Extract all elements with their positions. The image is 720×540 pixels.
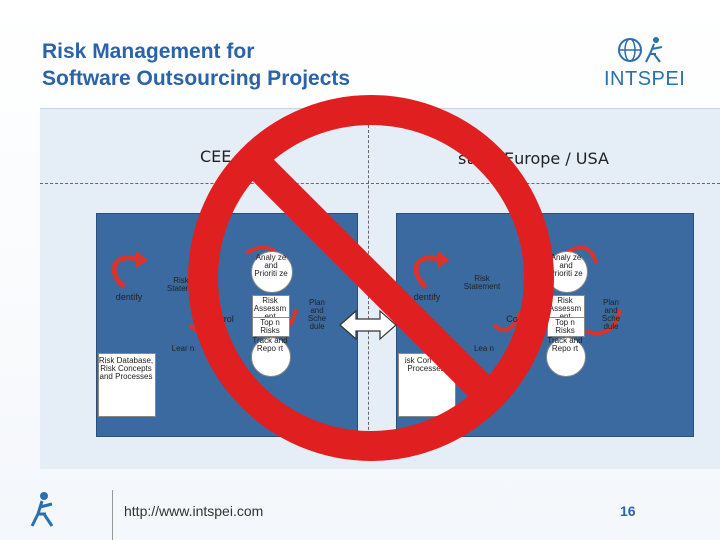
slide-title: Risk Management for Software Outsourcing…: [42, 38, 482, 92]
intspei-logo: INTSPEI: [596, 30, 692, 96]
right-learn: Lea n: [473, 344, 495, 353]
left-database: Risk Database, Risk Concepts and Process…: [98, 356, 154, 381]
footer-runner-icon: [30, 492, 54, 527]
right-control: Co: [506, 314, 518, 324]
center-double-arrow-icon: [339, 309, 397, 341]
horizontal-divider: [40, 183, 720, 184]
right-database: isk Con and Processes: [404, 356, 448, 373]
vertical-divider: [368, 125, 369, 455]
right-top-n: Top n Risks: [555, 318, 575, 335]
left-analyze-label: Analy ze and Prioriti ze: [254, 253, 288, 278]
title-line-1: Risk Management for: [42, 40, 255, 63]
left-identify: dentify: [115, 292, 143, 302]
left-plan: Plan and Sche dule: [307, 298, 327, 331]
left-risk-statement: Risk Statem-: [166, 276, 195, 293]
right-column-header: stern Europe / USA: [458, 149, 609, 168]
page-number: 16: [620, 503, 636, 519]
right-plan: Plan and Sche dule: [601, 298, 621, 331]
right-track: Track and Repo rt: [547, 336, 583, 353]
left-top-n: Top n Risks: [260, 318, 280, 335]
footer-url[interactable]: http://www.intspei.com: [124, 503, 264, 519]
left-control: ntrol: [216, 314, 234, 324]
left-learn: Lear n: [171, 344, 195, 353]
globe-icon: [618, 37, 663, 63]
right-risk-statement: Risk Statement: [463, 274, 501, 291]
right-analyze-label: Analy ze and Prioriti ze: [549, 253, 583, 278]
logo-text: INTSPEI: [604, 68, 686, 90]
right-identify: dentify: [413, 292, 441, 302]
content-area: CEE stern Europe / USA Analy ze and Prio…: [40, 108, 720, 469]
left-database-box: [98, 353, 156, 417]
left-track: Track and Repo rt: [252, 336, 288, 353]
right-risk-assessment: Risk Assessm ent: [548, 296, 582, 321]
left-column-header: CEE: [200, 147, 232, 166]
title-line-2: Software Outsourcing Projects: [42, 67, 351, 90]
footer-divider: [112, 490, 113, 540]
